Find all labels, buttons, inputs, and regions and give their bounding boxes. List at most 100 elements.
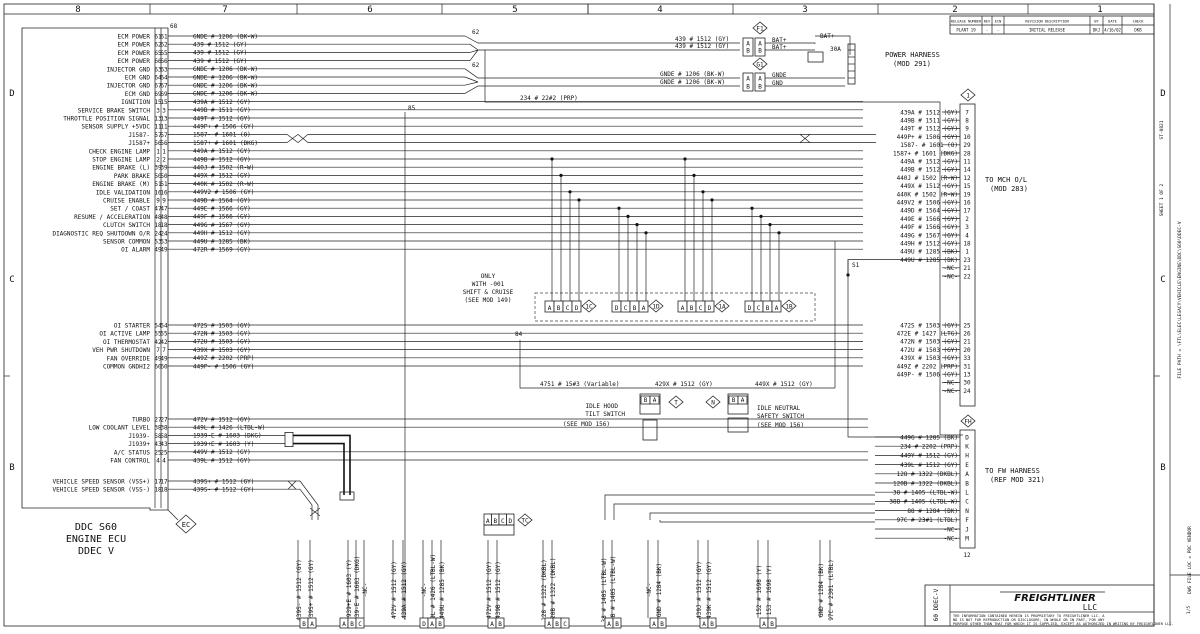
fw-pin: K	[965, 444, 969, 451]
ecm-wire-label: 439S- # 1512 (GY)	[193, 487, 254, 494]
pwr-pin-b: B	[758, 84, 762, 91]
title-block-frame	[924, 584, 1155, 627]
ecm-title-line: DDEC V	[78, 546, 114, 557]
bottom-wire-label: 439J # 1512 (GY)	[696, 561, 703, 619]
zone-letter: C	[9, 275, 14, 285]
margin-code: 1/5	[1186, 606, 1192, 614]
revision-cell: -	[997, 28, 999, 33]
ecm-pin-a: 61	[154, 34, 162, 41]
cruise-pin-box	[571, 300, 582, 313]
ecm-pin-label: J1587+	[128, 140, 150, 147]
ecm-pin-label: VEHICLE SPEED SENSOR (VSS-)	[52, 487, 150, 494]
tc-tag-shape	[517, 513, 533, 527]
gnd-wire-2: GNDE # 1206 (BK-W)	[660, 79, 725, 86]
ecm-wire-label: 472S # 1503 (GY)	[193, 322, 251, 329]
mch-wire: 449U # 1285 (BK)	[900, 257, 958, 264]
ecm-pin-b: 15	[160, 99, 168, 106]
bottom-wire-label: 439B # 1512 (GY)	[495, 561, 502, 619]
ecm-wire-label: 449U # 1285 (BK)	[193, 238, 251, 245]
mch-wire: 472N # 1503 (GY)	[900, 339, 958, 346]
bottom-wire-label: 1939-E # 1603 (DKG)	[354, 556, 361, 625]
cruise-pin-box	[638, 300, 649, 313]
mch-wire: 449P+ # 1506 (GY)	[897, 134, 958, 141]
splice-converge	[469, 43, 479, 51]
proprietary-notice: ND IS NOT FOR REPRODUCTION OR DISCLOSURE…	[953, 618, 1105, 622]
fw-wire: 88 # 1284 (BK)	[907, 508, 958, 515]
splice-62b: 62	[472, 62, 480, 69]
tc-pin: D	[508, 518, 512, 525]
fw-wire: 120B # 1322 (DKBL)	[893, 480, 958, 487]
ecm-pin-a: 13	[154, 116, 162, 123]
ecm-wire-label: GNDE # 1206 (BK-W)	[193, 66, 258, 73]
fw-foot: 12	[963, 552, 971, 559]
cruise-tap-dot	[777, 231, 781, 235]
gnd-splice-out	[464, 68, 740, 79]
ecm-pin-label: ECM POWER	[117, 50, 150, 57]
fw-pin: L	[965, 490, 969, 497]
ecm-pin-b: 58	[160, 433, 168, 440]
ecm-pin-label: OI THERMOSTAT	[103, 339, 150, 346]
zone-letter: B	[9, 463, 14, 473]
ecm-pin-a: 42	[154, 339, 162, 346]
zone-number: 8	[75, 5, 80, 15]
ecm-wire-label: 449P- # 1506 (GY)	[193, 363, 254, 370]
ecm-pin-b: 24	[160, 230, 168, 237]
bottom-pin: B	[438, 621, 442, 628]
splice-converge	[464, 81, 479, 86]
fw-wire: 38 # 1405 (LTBL-W)	[893, 490, 958, 497]
bat-lead	[815, 35, 851, 55]
cruise-pin: C	[624, 305, 628, 312]
cruise-pin: C	[757, 305, 761, 312]
fw-wire: 449Y # 1512 (GY)	[900, 453, 958, 460]
mch-pin: 12	[963, 175, 971, 182]
ecm-wire-label: 1587+ # 1601 (DKG)	[193, 140, 258, 147]
bottom-pin: A	[547, 621, 551, 628]
ecm-wire-label: 449T # 1512 (GY)	[193, 115, 251, 122]
mch-wire: 449Z # 2202 (PRP)	[897, 363, 958, 370]
bottom-pin-box	[560, 617, 570, 629]
ecm-pin-label: CHECK ENGINE LAMP	[89, 148, 151, 155]
ecm-pin-label: INJECTOR GND	[107, 83, 151, 90]
cruise-pin: B	[557, 305, 561, 312]
cruise-tap-dot	[568, 190, 572, 194]
cruise-pin: A	[642, 305, 646, 312]
mch-pin: 30	[963, 380, 971, 387]
fw-wire: -NC-	[944, 526, 958, 533]
fw-pin: D	[965, 434, 969, 441]
ecm-pin-b: 38	[160, 425, 168, 432]
bottom-pin: B	[350, 621, 354, 628]
proprietary-notice: THE INFORMATION CONTAINED HEREIN IS PROP…	[953, 614, 1105, 618]
mch-pin: 24	[963, 388, 971, 395]
mch-wire: 449D # 1564 (GY)	[900, 208, 958, 215]
revision-cell: 4/16/02	[1104, 28, 1121, 33]
mch-pin: 10	[963, 134, 971, 141]
mch-pin: 26	[963, 331, 971, 338]
mch-wire: 449P- # 1506 (GY)	[897, 372, 958, 379]
margin-code: SHEET 1 OF 2	[1159, 183, 1165, 216]
ecm-pin-a: 64	[154, 75, 162, 82]
margin-code: ST-0821	[1159, 120, 1165, 139]
fw-ref: (REF MOD 321)	[990, 476, 1045, 484]
fw-pin: B	[965, 480, 969, 487]
neutral-conn	[727, 393, 749, 415]
fw-body	[959, 429, 976, 549]
ecm-pin-label: VEH PWR SHUTDOWN	[92, 347, 150, 354]
ecm-pin-b: 56	[160, 140, 168, 147]
prp-wire-label: 234 # 22#2 (PRP)	[520, 95, 578, 102]
bottom-pin: B	[770, 621, 774, 628]
ecm-pin-a: 57	[154, 132, 162, 139]
bottom-pin-box	[435, 617, 445, 629]
bottom-pin-box	[707, 617, 717, 629]
cruise-tap-dot	[710, 198, 714, 202]
ecm-tag: EC	[182, 521, 190, 529]
mch-pin: 22	[963, 273, 971, 280]
mch-wire: 472S # 1503 (GY)	[900, 322, 958, 329]
neutral-tag: N	[711, 400, 715, 407]
power-harness-ref: (MOD 291)	[893, 60, 931, 68]
ecm-pin-a: 63	[154, 66, 162, 73]
fuse-tag: F1	[756, 26, 764, 33]
revision-cell: PLANT 19	[956, 28, 976, 33]
fw-wire: 97C # 23#1 (LTBL)	[897, 517, 958, 524]
cruise-tag-shape	[648, 299, 664, 313]
pwr-pin-b: B	[758, 48, 762, 55]
